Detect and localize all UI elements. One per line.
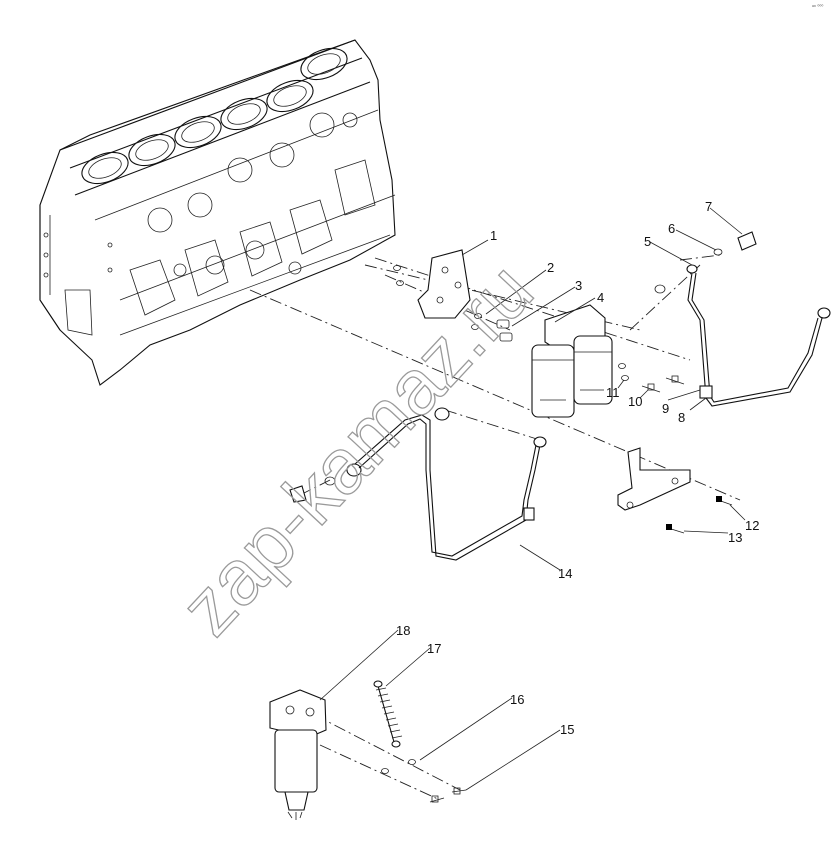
callout-14: 14 — [558, 566, 572, 581]
callout-8: 8 — [678, 410, 685, 425]
callout-2: 2 — [547, 260, 554, 275]
callout-16: 16 — [510, 692, 524, 707]
callout-11: 11 — [606, 385, 620, 400]
double-fuel-filter — [531, 304, 613, 418]
callout-1: 1 — [490, 228, 497, 243]
filter-screws — [618, 363, 685, 393]
engine-block — [39, 39, 396, 386]
assembly-center-lines — [249, 254, 741, 801]
callout-4: 4 — [597, 290, 604, 305]
callout-13: 13 — [728, 530, 742, 545]
spring — [373, 680, 403, 748]
washers-engine-side — [393, 265, 404, 286]
separator-washers-screws — [381, 759, 467, 803]
callout-12: 12 — [745, 518, 759, 533]
callout-18: 18 — [396, 623, 410, 638]
separator-filter — [269, 689, 327, 820]
pipe-bracket — [617, 447, 733, 534]
callout-7: 7 — [705, 199, 712, 214]
callout-10: 10 — [628, 394, 642, 409]
leader-lines — [319, 207, 746, 791]
callout-3: 3 — [575, 278, 582, 293]
corner-mark: ᵃ⁸ ⁰⁰⁰ — [812, 4, 823, 10]
mounting-bracket-plate — [417, 249, 471, 319]
callout-17: 17 — [427, 641, 441, 656]
fuel-pipe-upper — [654, 231, 831, 407]
callout-9: 9 — [662, 401, 669, 416]
callout-numbers: 1 2 3 4 5 6 7 8 9 10 11 12 13 14 15 16 1… — [396, 199, 759, 737]
callout-15: 15 — [560, 722, 574, 737]
callout-6: 6 — [668, 221, 675, 236]
bolts-and-washers — [471, 313, 513, 342]
fuel-pipe-lower — [289, 407, 547, 561]
callout-5: 5 — [644, 234, 651, 249]
